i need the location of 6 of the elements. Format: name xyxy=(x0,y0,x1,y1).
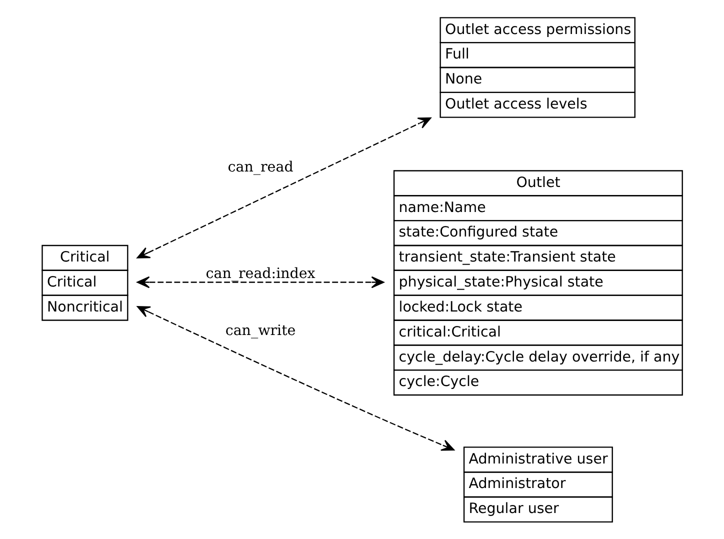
edge-label: can_read:index xyxy=(206,266,316,282)
arrow xyxy=(136,306,454,451)
edge-label: can_write xyxy=(225,323,296,340)
edge-label: can_read xyxy=(228,159,294,176)
arrow xyxy=(136,276,384,288)
arrow xyxy=(136,117,432,258)
